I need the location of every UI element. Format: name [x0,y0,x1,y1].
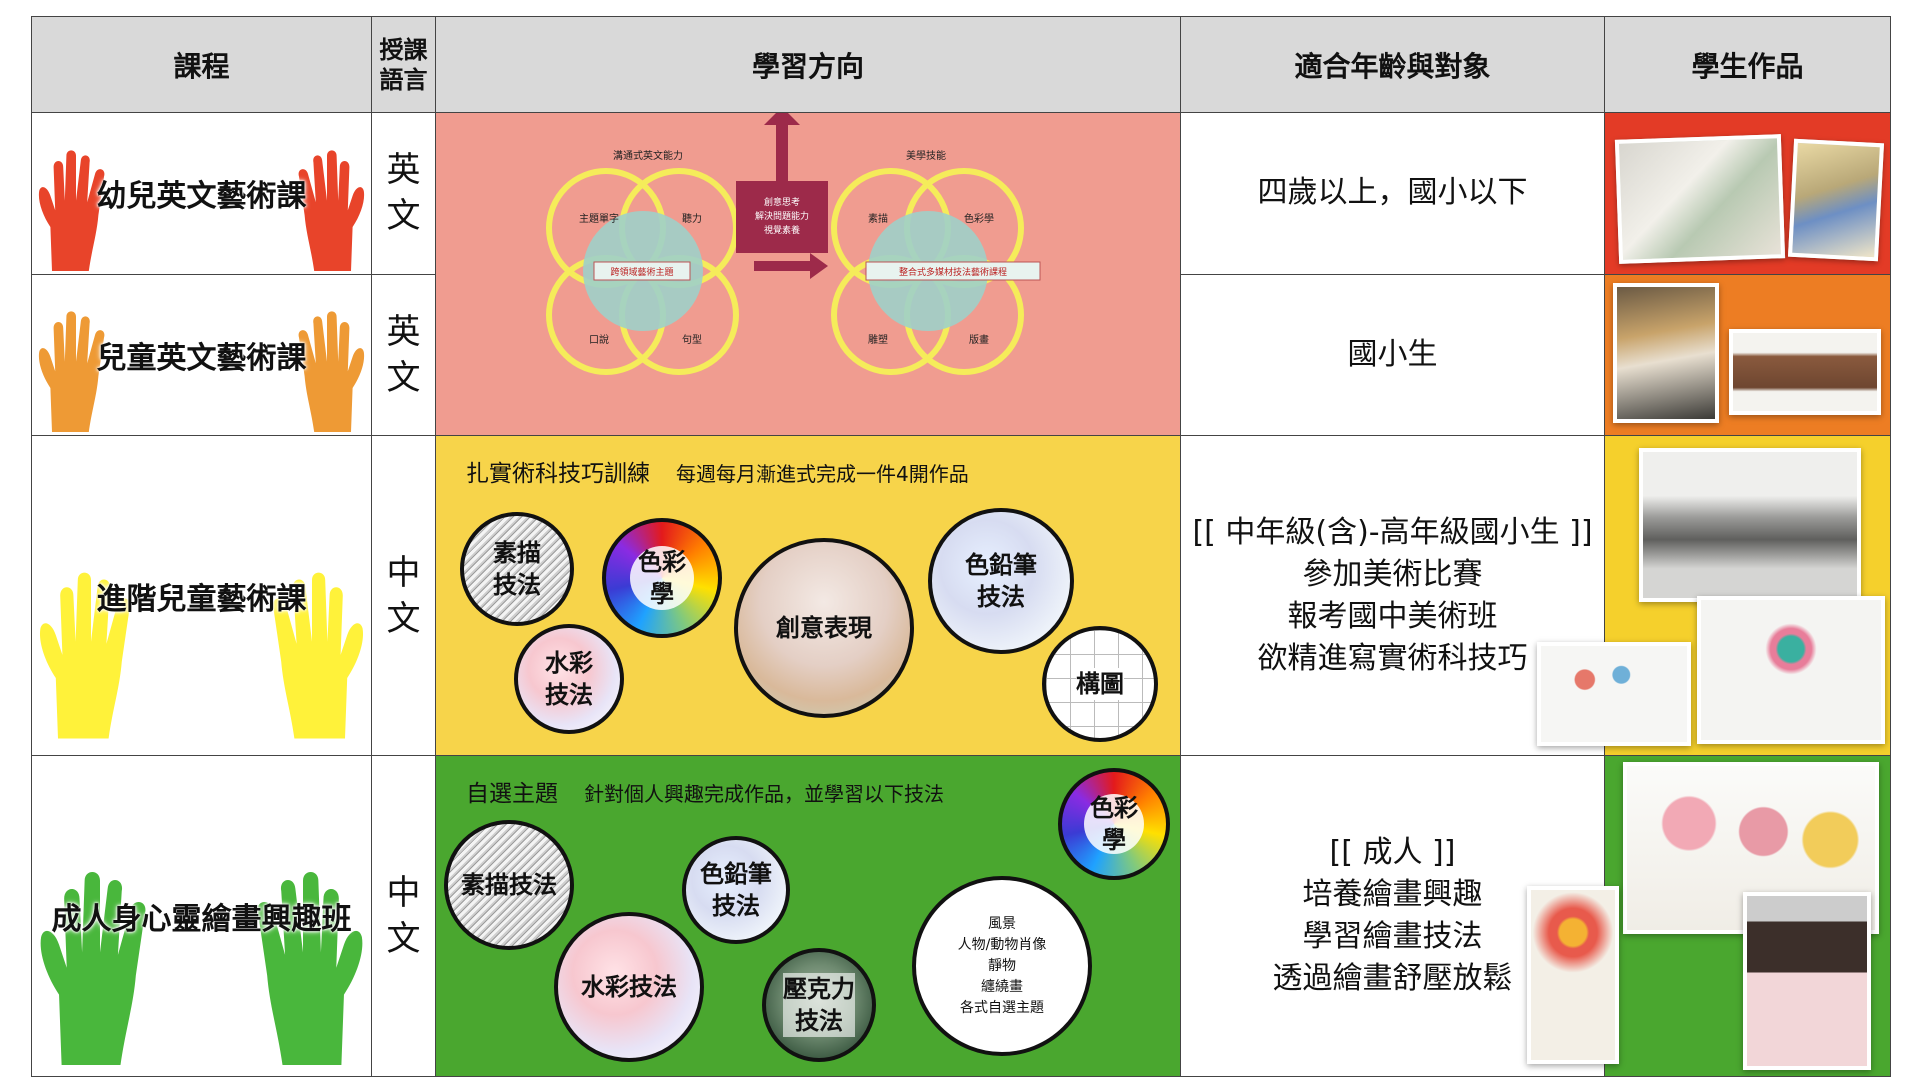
works-cell [1604,755,1891,1077]
works-cell [1537,435,1891,756]
hand-icon [272,572,364,739]
acrylic-bubble: 壓克力技法 [762,948,876,1062]
language-cell: 中文 [371,755,436,1077]
student-work-photo [1639,448,1861,602]
direction-heading: 自選主題針對個人興趣完成作品，並學習以下技法 [466,781,944,807]
course-name-cell: 進階兒童藝術課 [31,435,372,756]
sketch-bubble: 素描技法 [460,512,574,626]
language-cell: 英文 [371,112,436,275]
diagram-label: 創意思考 [764,196,800,208]
target-cell: [[ 成人 ]] 培養繪畫興趣 學習繪畫技法 透過繪畫舒壓放鬆 [1180,755,1619,1077]
student-work-photo [1697,596,1885,744]
watercolor-bubble: 水彩技法 [514,624,624,734]
english-learning-diagram: 溝通式英文能力 美學技能 主題單字 聽力 口說 句型 素描 色彩學 雕塑 版畫 … [546,113,1041,375]
english-direction-cell: 溝通式英文能力 美學技能 主題單字 聽力 口說 句型 素描 色彩學 雕塑 版畫 … [435,112,1181,436]
course-title: 幼兒英文藝術課 [96,179,307,215]
student-work-photo [1613,282,1719,423]
course-name-cell: 成人身心靈繪畫興趣班 [31,755,372,1077]
colored-pencil-bubble: 色鉛筆技法 [682,836,790,944]
works-cell [1604,112,1891,275]
header-direction: 學習方向 [435,16,1181,113]
student-work-photo [1527,886,1619,1064]
advanced-direction-cell: 扎實術科技巧訓練每週每月漸進式完成一件4開作品 素描技法 色彩學 水彩技法 創意… [435,435,1181,756]
diagram-label: 溝通式英文能力 [613,149,683,162]
diagram-label: 色彩學 [964,212,994,225]
course-title: 成人身心靈繪畫興趣班 [51,902,352,937]
student-work-photo [1787,138,1885,262]
diagram-label: 句型 [682,333,702,346]
diagram-label: 跨領域藝術主題 [610,266,673,278]
hand-icon [39,572,131,739]
composition-bubble: 構圖 [1042,626,1158,742]
course-title: 兒童英文藝術課 [96,340,307,376]
student-work-photo [1729,328,1881,415]
student-work-photo [1537,642,1691,746]
adult-direction-cell: 自選主題針對個人興趣完成作品，並學習以下技法 色彩學 素描技法 色鉛筆技法 水彩… [435,755,1181,1077]
header-target: 適合年齡與對象 [1180,16,1605,113]
course-table: 課程 授課語言 學習方向 適合年齡與對象 學生作品 幼兒英文藝術課 英文 [31,16,1891,1077]
course-name-cell: 幼兒英文藝術課 [31,112,372,275]
diagram-label: 素描 [868,212,888,225]
hand-icon [38,311,105,432]
target-cell: 國小生 [1180,273,1605,436]
diagram-label: 美學技能 [906,149,946,162]
course-name-cell: 兒童英文藝術課 [31,273,372,436]
watercolor-bubble: 水彩技法 [554,912,704,1062]
hand-icon [40,872,146,1065]
diagram-label: 雕塑 [868,333,888,346]
hand-icon [298,149,365,271]
diagram-label: 視覺素養 [764,224,800,236]
header-course: 課程 [31,16,372,113]
language-cell: 英文 [371,273,436,436]
diagram-label: 版畫 [969,333,989,346]
diagram-label: 口說 [589,333,609,346]
color-theory-bubble: 色彩學 [1058,768,1170,880]
header-works: 學生作品 [1604,16,1891,113]
sketch-bubble: 素描技法 [444,820,574,950]
student-work-photo [1614,134,1786,264]
course-title: 進階兒童藝術課 [96,581,307,617]
color-theory-bubble: 色彩學 [602,518,722,638]
diagram-label: 整合式多媒材技法藝術課程 [899,266,1007,278]
diagram-label: 主題單字 [579,212,619,225]
hand-icon [38,149,105,271]
header-language: 授課語言 [371,16,436,113]
hand-icon [298,311,365,432]
target-cell: [[ 中年級(含)-高年級國小生 ]] 參加美術比賽 報考國中美術班 欲精進寫實… [1180,435,1605,756]
diagram-label: 聽力 [682,212,702,225]
direction-heading: 扎實術科技巧訓練每週每月漸進式完成一件4開作品 [466,461,969,487]
hand-icon [257,872,363,1065]
language-cell: 中文 [371,435,436,756]
topics-bubble: 風景 人物/動物肖像 靜物 纏繞畫 各式自選主題 [912,876,1092,1056]
works-cell [1604,273,1891,436]
diagram-label: 解決問題能力 [755,210,809,222]
student-work-photo [1743,892,1871,1070]
target-cell: 四歲以上，國小以下 [1180,112,1605,275]
creative-expression-bubble: 創意表現 [734,538,914,718]
colored-pencil-bubble: 色鉛筆技法 [928,508,1074,654]
